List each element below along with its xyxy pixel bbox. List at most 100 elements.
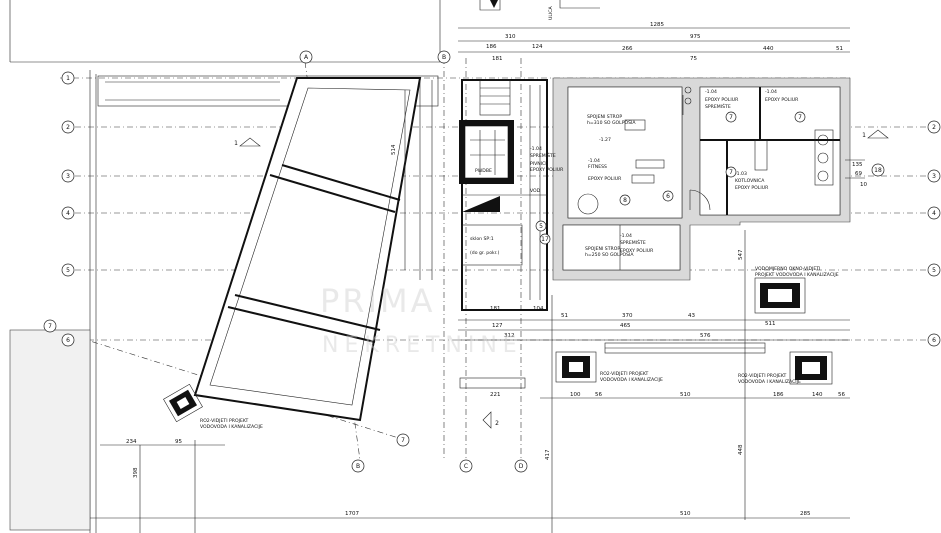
room-number-bubbles: 5 6 7 7 7 8 17 bbox=[535, 111, 806, 245]
room-label: EPOXY POLIUR bbox=[620, 248, 654, 254]
small-note: sklon SP:1 bbox=[470, 236, 494, 242]
small-note: VOD bbox=[530, 188, 541, 194]
grid-bubble-label: 4 bbox=[932, 210, 936, 217]
dim-mid: 127 bbox=[492, 323, 503, 329]
dim-mid: 104 bbox=[533, 306, 544, 312]
dim-mid: 221 bbox=[490, 392, 501, 398]
detail-label: VODOVODA I KANALIZACIJE bbox=[738, 379, 801, 385]
room-label: SPREMIŠTE bbox=[530, 152, 556, 159]
dim-bottom: 100 bbox=[570, 392, 581, 398]
section-marker: 1 bbox=[862, 132, 866, 139]
stair-core bbox=[459, 79, 548, 311]
room-number: 5 bbox=[539, 223, 543, 230]
room-label: FITNESS bbox=[588, 164, 607, 170]
dim-top: 75 bbox=[690, 56, 697, 62]
grid-bubble-label: 6 bbox=[66, 337, 70, 344]
room-label: -1.27 bbox=[599, 137, 611, 143]
grid-bubble-label: D bbox=[519, 463, 524, 470]
grid-bubbles-right: 18 2 3 4 5 6 bbox=[871, 120, 941, 347]
dim-bottom: 1707 bbox=[345, 511, 359, 517]
grid-bubble-label: 2 bbox=[66, 124, 70, 131]
dim-mid: 181 bbox=[490, 306, 501, 312]
pit-details bbox=[163, 277, 833, 423]
grid-bubble-label: 5 bbox=[66, 267, 70, 274]
dim-mid: 370 bbox=[622, 313, 633, 319]
room-number: 7 bbox=[798, 114, 802, 121]
dim-top: 186 bbox=[486, 44, 497, 50]
dim-side: 398 bbox=[133, 467, 139, 478]
room-label: EPOXY POLIUR bbox=[735, 185, 769, 191]
room-label: EPOXY POLIUR bbox=[530, 167, 564, 173]
dim-bottom: 95 bbox=[175, 439, 182, 445]
detail-notes: VODOMJERNO OKNO-VIDJETI PROJEKT VODOVODA… bbox=[200, 168, 839, 430]
grid-bubble-label: 6 bbox=[932, 337, 936, 344]
site-lines bbox=[9, 0, 600, 533]
dimension-lines bbox=[90, 27, 865, 533]
dim-side: 69 bbox=[855, 171, 862, 177]
room-label: EPOXY POLIUR bbox=[588, 176, 622, 182]
ramp-structure bbox=[193, 77, 422, 422]
dim-top: 310 bbox=[505, 34, 516, 40]
dim-side: 448 bbox=[738, 444, 744, 455]
dim-mid: 576 bbox=[700, 333, 711, 339]
room-label: PIVNICE bbox=[530, 161, 548, 167]
section-marker: 2 bbox=[495, 420, 499, 427]
dim-bottom: 510 bbox=[680, 392, 691, 398]
section-marker: 1 bbox=[234, 140, 238, 147]
room-label: -1.04 bbox=[620, 233, 632, 239]
dim-side: 547 bbox=[738, 249, 744, 260]
dim-side: 135 bbox=[852, 162, 863, 168]
dim-bottom: 56 bbox=[838, 392, 845, 398]
grid-bubble-label: 4 bbox=[66, 210, 70, 217]
room-label: EPOXY POLIUR bbox=[765, 97, 799, 103]
dim-bottom: 234 bbox=[126, 439, 137, 445]
grid-bubbles-top: A B bbox=[299, 50, 451, 64]
room-label: h=250 SO GOLPOSIA bbox=[585, 252, 634, 258]
room-number: 7 bbox=[729, 169, 733, 176]
room-number: 17 bbox=[541, 236, 549, 243]
grid-bubble-label: 3 bbox=[932, 173, 936, 180]
detail-label: VODOVODA I KANALIZACIJE bbox=[600, 377, 663, 383]
grid-bubbles-left: 1 2 3 4 5 6 7 bbox=[43, 71, 75, 347]
room-labels: SPOJENI STROP h=310 SO GOLPOSIA PIVNICE … bbox=[530, 89, 799, 258]
grid-bubble-label: 3 bbox=[66, 173, 70, 180]
room-number: 7 bbox=[729, 114, 733, 121]
room-number: 8 bbox=[623, 197, 627, 204]
dim-bottom: 186 bbox=[773, 392, 784, 398]
dim-bottom: 140 bbox=[812, 392, 823, 398]
room-label: h=310 SO GOLPOSIA bbox=[587, 120, 636, 126]
dim-bottom: 285 bbox=[800, 511, 811, 517]
grid-bubble-label: 7 bbox=[48, 323, 52, 330]
grid-bubble-label: A bbox=[304, 54, 309, 61]
dim-side: 514 bbox=[391, 144, 397, 155]
grid-bubbles-bottom: B C D 7 bbox=[351, 433, 528, 473]
dim-top: 1285 bbox=[650, 22, 664, 28]
dim-top: 440 bbox=[763, 46, 774, 52]
dim-bottom: 56 bbox=[595, 392, 602, 398]
dim-side: 417 bbox=[545, 449, 551, 460]
detail-label: RO2-VIDJETI PROJEKT bbox=[200, 418, 249, 424]
room-label: -1.04 bbox=[765, 89, 777, 95]
room-label: SPOJENI STROP bbox=[587, 114, 622, 120]
grid-bubble-label: 18 bbox=[874, 167, 882, 174]
dim-top: 975 bbox=[690, 34, 701, 40]
dim-top: 51 bbox=[836, 46, 843, 52]
small-note: (do gr. pokr.) bbox=[470, 250, 500, 256]
detail-label: RO2-VIDJETI PROJEKT bbox=[600, 371, 649, 377]
watermark-line-2: NEKRETNINE bbox=[322, 333, 523, 358]
watermark: PRIMA NEKRETNINE bbox=[320, 282, 523, 358]
detail-label: RO2-VIDJETI PROJEKT bbox=[738, 373, 787, 379]
grid-bubble-label: 2 bbox=[932, 124, 936, 131]
detail-label: PROJEKT VODOVODA I KANALIZACIJE bbox=[755, 272, 839, 278]
dim-side: 10 bbox=[860, 182, 867, 188]
grid-bubble-label: C bbox=[464, 463, 468, 470]
grid-bubble-label: B bbox=[442, 54, 446, 61]
street-label: ULICA bbox=[548, 6, 554, 20]
grid-bubble-label: 7 bbox=[401, 437, 405, 444]
dimension-texts: 1285 975 310 186 124 266 440 51 181 75 1… bbox=[126, 22, 867, 517]
room-label: EPOXY POLIUR bbox=[705, 97, 739, 103]
grid-bubble-label: B bbox=[356, 463, 360, 470]
dim-mid: 511 bbox=[765, 321, 776, 327]
detail-label: VODOMJERNO OKNO-VIDJETI bbox=[755, 266, 820, 272]
